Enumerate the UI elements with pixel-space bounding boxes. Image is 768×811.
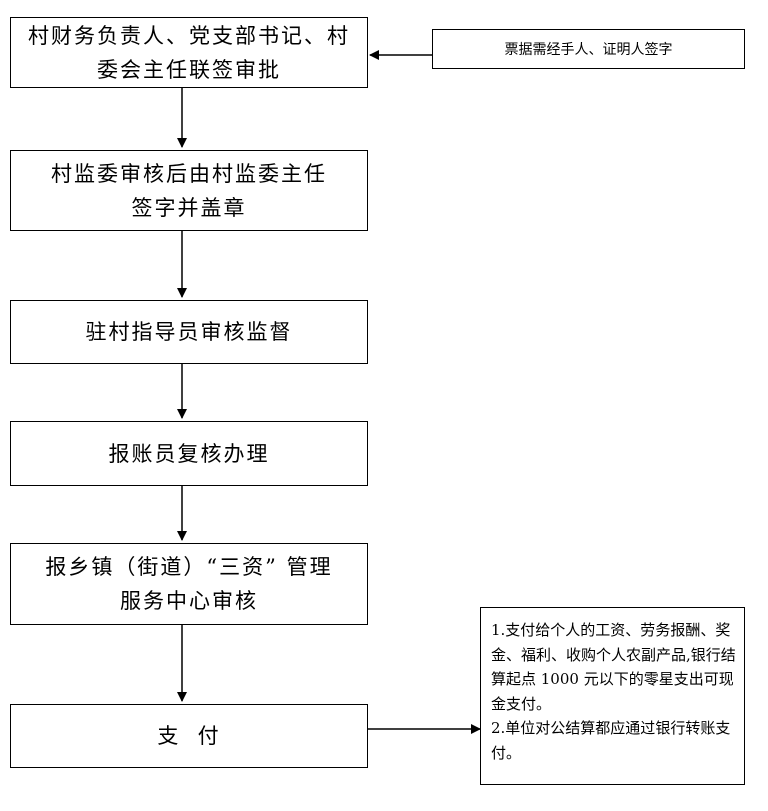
step-village-instructor-supervision: 驻村指导员审核监督	[10, 300, 368, 364]
step-text-line: 村财务负责人、党支部书记、村	[28, 23, 350, 48]
step-text-line: 报乡镇（街道）“三资” 管理	[45, 555, 333, 579]
payment-rules-note: 1.支付给个人的工资、劳务报酬、奖金、福利、收购个人农副产品,银行结算起点 10…	[480, 607, 745, 785]
receipt-signature-requirement-box: 票据需经手人、证明人签字	[432, 29, 745, 69]
step-text-line: 驻村指导员审核监督	[85, 320, 293, 344]
step-text-line: 支 付	[157, 724, 221, 748]
step-joint-signature-approval: 村财务负责人、党支部书记、村 委会主任联签审批	[10, 17, 368, 88]
receipt-signature-text: 票据需经手人、证明人签字	[504, 42, 673, 58]
step-payment: 支 付	[10, 704, 368, 768]
step-text-line: 村监委审核后由村监委主任	[51, 161, 327, 186]
step-bookkeeper-recheck: 报账员复核办理	[10, 421, 368, 486]
step-township-center-review: 报乡镇（街道）“三资” 管理 服务中心审核	[10, 543, 368, 625]
payment-rule-item: 1.支付给个人的工资、劳务报酬、奖金、福利、收购个人农副产品,银行结算起点 10…	[491, 621, 736, 713]
step-text-line: 服务中心审核	[120, 589, 258, 613]
step-text-line: 委会主任联签审批	[97, 57, 281, 82]
step-text-line: 签字并盖章	[131, 195, 247, 220]
payment-rule-item: 2.单位对公结算都应通过银行转账支付。	[491, 719, 731, 762]
step-supervisory-committee-review: 村监委审核后由村监委主任 签字并盖章	[10, 150, 368, 231]
step-text-line: 报账员复核办理	[108, 441, 270, 466]
